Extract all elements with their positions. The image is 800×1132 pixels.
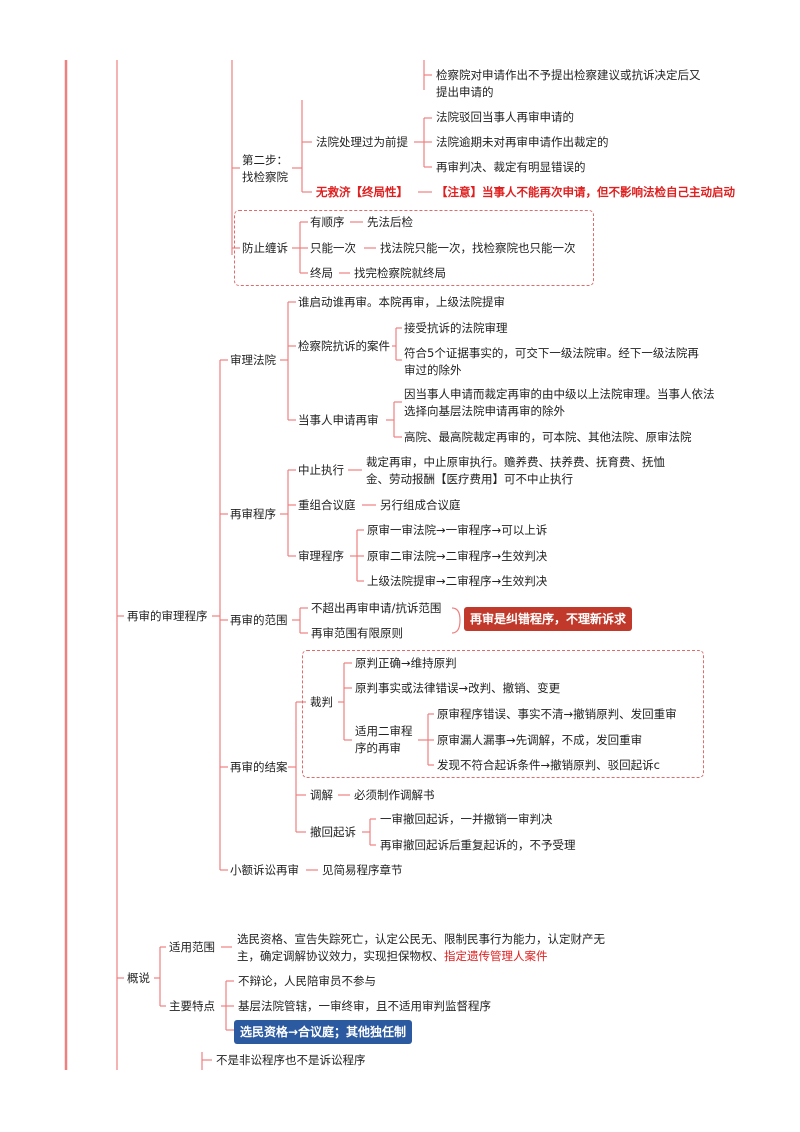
small-label: 小额诉讼再审 [230, 863, 299, 877]
judgment-item-1: 原判事实或法律错误→改判、撤销、变更 [355, 681, 561, 695]
prevent-v-1: 找法院只能一次，找检察院也只能一次 [380, 241, 576, 255]
court-item-2: 再审判决、裁定有明显错误的 [436, 160, 586, 174]
ov-scope-text-red: 指定遗传管理人案件 [444, 949, 548, 963]
judgment-item-0: 原判正确→维持原判 [355, 656, 457, 670]
second-item-2: 发现不符合起诉条件→撤销原判、驳回起诉c [437, 758, 660, 772]
withdraw-item-0: 一审撤回起诉，一并撤销一审判决 [380, 812, 553, 826]
prevent-k-1: 只能一次 [310, 241, 356, 255]
judgment-box [302, 650, 704, 778]
court-who: 谁启动谁再审。本院再审，上级法院提审 [298, 295, 505, 309]
step2-label: 第二步： 找检察院 [242, 153, 288, 184]
ov-scope-label: 适用范围 [169, 940, 215, 954]
protest-item-1: 符合5个证据事实的，可交下一级法院审。经下一级法院再审过的除外 [404, 346, 699, 377]
protest-item-0: 接受抗诉的法院审理 [404, 321, 508, 335]
prevent-v-2: 找完检察院就终局 [354, 266, 446, 280]
withdraw-item-1: 再审撤回起诉后重复起诉的，不予受理 [380, 838, 576, 852]
trial-item-0: 原审一审法院→一审程序→可以上诉 [367, 523, 548, 537]
panel-label: 重组合议庭 [298, 498, 356, 512]
mediation-label: 调解 [310, 788, 333, 802]
trial-item-2: 上级法院提审→二审程序→生效判决 [367, 574, 548, 588]
ov-scope-text-main: 选民资格、宣告失踪死亡，认定公民无、限制民事行为能力，认定财产无主，确定调解协议… [237, 932, 605, 963]
result-label: 再审的结案 [230, 760, 288, 774]
no-relief-note: 【注意】当事人不能再次申请，但不影响法检自己主动启动 [436, 185, 735, 199]
prevent-k-0: 有顺序 [310, 215, 345, 229]
features-item-0: 不辩论，人民陪审员不参与 [238, 974, 376, 988]
party-item-0: 因当事人申请而裁定再审的由中级以上法院审理。当事人依法选择向基层法院申请再审的除… [404, 387, 715, 418]
court-item-1: 法院逾期未对再审申请作出裁定的 [436, 135, 609, 149]
proc-label: 再审程序 [230, 507, 276, 521]
prevent-v-0: 先法后检 [367, 215, 413, 229]
party-item-1: 高院、最高院裁定再审的，可本院、其他法院、原审法院 [404, 430, 692, 444]
court-prereq: 法院处理过为前提 [316, 135, 408, 149]
features-item-1: 基层法院管辖，一审终审，且不适用审判监督程序 [238, 999, 491, 1013]
prevent-label: 防止缠诉 [242, 241, 288, 255]
court-label: 审理法院 [230, 353, 276, 367]
party-label: 当事人申请再审 [298, 413, 379, 427]
features-badge: 选民资格→合议庭；其他独任制 [234, 1020, 413, 1044]
mediation-text: 必须制作调解书 [354, 788, 435, 802]
suspend-text: 裁定再审，中止原审执行。赡养费、扶养费、抚育费、抚恤金、劳动报酬【医疗费用】可不… [366, 455, 665, 486]
trial-label: 审理程序 [298, 549, 344, 563]
judgment-label: 裁判 [310, 695, 333, 709]
suspend-label: 中止执行 [298, 463, 344, 477]
scope-badge: 再审是纠错程序，不理新诉求 [464, 607, 633, 631]
scope-label: 再审的范围 [230, 613, 288, 627]
overview-label: 概说 [127, 971, 150, 985]
trial-item-1: 原审二审法院→二审程序→生效判决 [367, 549, 548, 563]
scope-item-0: 不超出再审申请/抗诉范围 [311, 601, 442, 615]
protest-label: 检察院抗诉的案件 [298, 339, 390, 353]
overview-bottom: 不是非讼程序也不是诉讼程序 [216, 1053, 366, 1067]
small-text: 见简易程序章节 [322, 863, 403, 877]
court-item-0: 法院驳回当事人再审申请的 [436, 110, 574, 124]
no-relief: 无救济【终局性】 [316, 185, 408, 199]
procedure-label: 再审的审理程序 [127, 609, 208, 623]
panel-text: 另行组成合议庭 [380, 498, 461, 512]
withdraw-label: 撤回起诉 [310, 825, 356, 839]
second-label: 适用二审程 序的再审 [355, 724, 413, 755]
features-label: 主要特点 [169, 999, 215, 1013]
ov-scope-text: 选民资格、宣告失踪死亡，认定公民无、限制民事行为能力，认定财产无主，确定调解协议… [237, 931, 609, 965]
prevent-k-2: 终局 [310, 266, 333, 280]
scope-item-1: 再审范围有限原则 [311, 626, 403, 640]
second-item-0: 原审程序错误、事实不清→撤销原判、发回重审 [437, 707, 677, 721]
second-item-1: 原审漏人漏事→先调解，不成，发回重审 [437, 733, 643, 747]
step2-top-item: 检察院对申请作出不予提出检察建议或抗诉决定后又提出申请的 [436, 68, 701, 99]
prevent-box [234, 210, 594, 286]
